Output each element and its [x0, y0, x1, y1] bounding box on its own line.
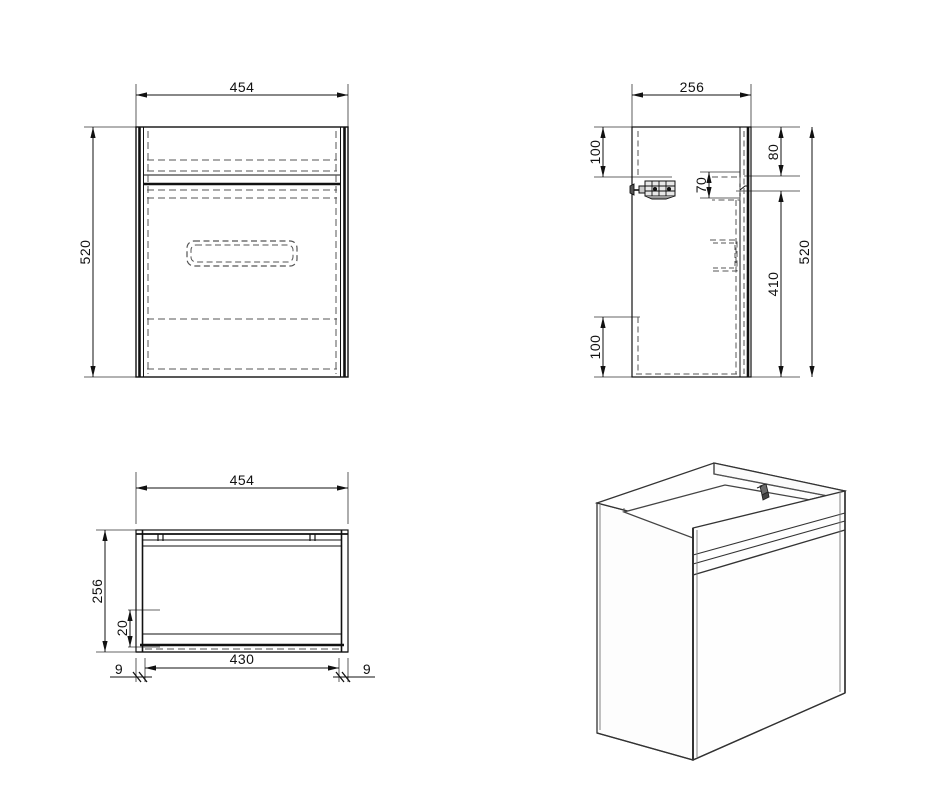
plan-dim-20: 20: [114, 610, 133, 647]
front-view: 454 520: [77, 79, 349, 378]
side-cabinet-outline: [631, 126, 752, 378]
front-dim-520-label: 520: [77, 240, 93, 265]
plan-dim-9-right: 9: [333, 661, 375, 683]
side-dim-256: 256: [632, 79, 751, 98]
front-dim-454-label: 454: [230, 79, 255, 95]
side-dim-100-upper: 100: [587, 127, 606, 177]
front-handle-recess: [186, 240, 298, 267]
front-cabinet-outline: [135, 126, 349, 378]
plan-dim-430-label: 430: [230, 651, 255, 667]
side-dim-70-label: 70: [693, 177, 709, 194]
plan-dim-454: 454: [136, 472, 348, 491]
side-dim-80-label: 80: [765, 144, 781, 161]
side-dim-256-label: 256: [680, 79, 705, 95]
side-hidden-lines: [636, 131, 745, 375]
plan-dim-9-left: 9: [110, 661, 152, 683]
plan-dim-20-label: 20: [114, 620, 130, 637]
side-dim-100-lower-label: 100: [587, 335, 603, 360]
side-view: 256 100 100 80 70 410 520: [587, 79, 815, 378]
side-dim-100-upper-label: 100: [587, 140, 603, 165]
side-dim-520: 520: [796, 127, 815, 377]
front-dim-454: 454: [136, 79, 348, 98]
side-dim-70: 70: [693, 172, 712, 198]
isometric-view: [594, 462, 847, 761]
plan-cabinet-outline: [135, 529, 349, 653]
side-dim-410: 410: [765, 191, 784, 377]
side-handle-recess: [710, 239, 738, 272]
plan-dim-256: 256: [89, 530, 108, 652]
front-upper-band: [143, 174, 341, 186]
plan-dim-9-right-label: 9: [363, 661, 371, 677]
plan-dim-9-left-label: 9: [115, 661, 123, 677]
iso-hinge-hardware-icon: [756, 483, 770, 501]
side-dim-80: 80: [765, 127, 784, 176]
plan-dim-430: 430: [145, 651, 339, 671]
front-dim-520: 520: [77, 127, 96, 377]
side-top-recess: [712, 176, 748, 201]
front-hidden-lines: [147, 131, 337, 374]
side-dim-520-label: 520: [796, 240, 812, 265]
plan-dim-454-label: 454: [230, 472, 255, 488]
plan-dim-256-label: 256: [89, 579, 105, 604]
side-dim-410-label: 410: [765, 272, 781, 297]
hinge-hardware-icon: [629, 180, 676, 200]
side-dim-100-lower: 100: [587, 317, 606, 377]
plan-view: 454 256 20 430 9 9: [89, 472, 375, 683]
